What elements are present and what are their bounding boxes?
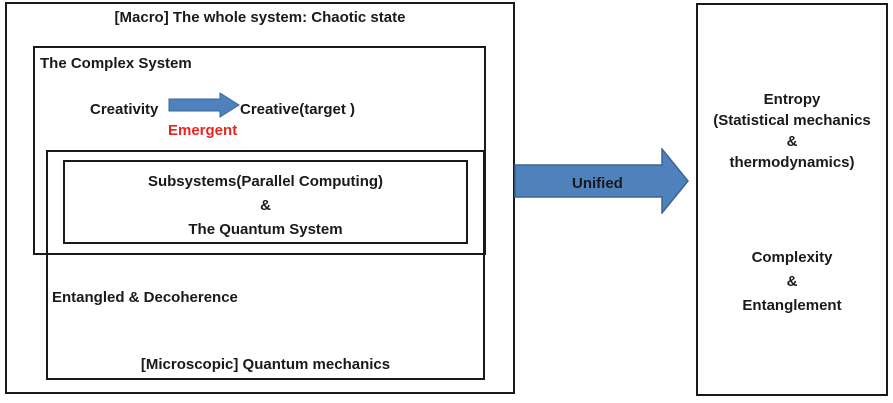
macro-title: [Macro] The whole system: Chaotic state [114, 9, 406, 26]
subsystems-box [63, 160, 468, 244]
creativity-label: Creativity [90, 101, 159, 118]
complexity-text: Complexity & Entanglement [696, 249, 888, 315]
complexity-line-3: Entanglement [742, 297, 842, 314]
unified-arrow-icon [514, 148, 689, 214]
entropy-line-4: thermodynamics) [729, 154, 855, 171]
entropy-line-3: & [786, 133, 798, 150]
unified-label: Unified [572, 175, 623, 192]
complexity-line-1: Complexity [751, 249, 833, 266]
subsystems-line-1: Subsystems(Parallel Computing) [147, 173, 384, 190]
unified-result-box [696, 3, 888, 396]
complex-system-box [33, 46, 486, 255]
entropy-text: Entropy (Statistical mechanics & thermod… [696, 91, 888, 172]
microscopic-title: [Microscopic] Quantum mechanics [140, 356, 391, 373]
unified-arrow-shape [514, 148, 689, 214]
quantum-mechanics-box [46, 150, 485, 380]
macro-system-box [5, 2, 515, 394]
entangled-label: Entangled & Decoherence [52, 289, 238, 306]
subsystems-text: Subsystems(Parallel Computing) & The Qua… [63, 173, 468, 239]
creativity-arrow-icon [168, 92, 240, 118]
subsystems-line-3: The Quantum System [188, 221, 343, 238]
entropy-line-2: (Statistical mechanics [713, 112, 871, 129]
creativity-arrow-shape [168, 92, 240, 118]
complex-system-title: The Complex System [40, 55, 192, 72]
subsystems-line-2: & [260, 197, 271, 214]
emergent-label: Emergent [168, 122, 238, 139]
creative-target-label: Creative(target ) [240, 101, 356, 118]
entropy-line-1: Entropy [763, 91, 821, 108]
complexity-line-2: & [786, 273, 798, 290]
